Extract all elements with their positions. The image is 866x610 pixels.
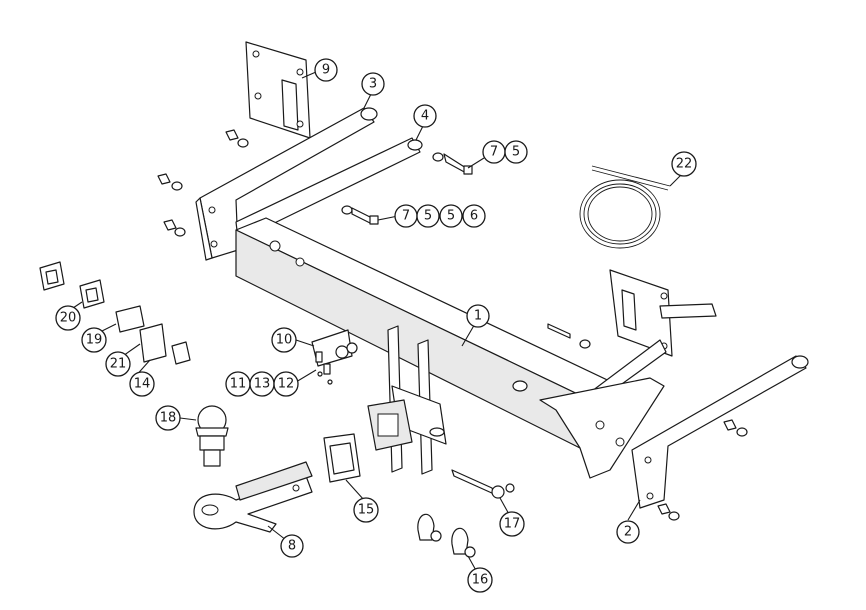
callout-10: 10: [271, 327, 297, 353]
callout-12: 12: [273, 371, 299, 397]
callout-5-c: 5: [439, 204, 463, 228]
callout-22: 22: [671, 151, 697, 177]
shackles-16: [418, 514, 475, 557]
callout-3: 3: [361, 72, 385, 96]
callout-label: 21: [110, 357, 127, 372]
callout-label: 2: [624, 525, 632, 540]
callout-label: 10: [276, 333, 293, 348]
callout-label: 18: [160, 411, 177, 426]
loose-bolt: [548, 324, 590, 348]
nuts-right: [658, 420, 747, 520]
callout-20: 20: [55, 305, 81, 331]
callout-5-a: 5: [504, 140, 528, 164]
hitch-cover-15: [324, 434, 360, 482]
callout-label: 6: [470, 209, 478, 224]
callout-label: 12: [278, 377, 295, 392]
callout-6: 6: [462, 204, 486, 228]
callout-4: 4: [413, 104, 437, 128]
bolt-set-7-5-5-6: [342, 206, 378, 224]
hitch-pin-17: [452, 470, 514, 498]
stickers: [40, 262, 190, 364]
wiring-cable-22: [580, 166, 670, 248]
callout-label: 11: [230, 377, 247, 392]
callout-5-b: 5: [416, 204, 440, 228]
callout-14: 14: [129, 371, 155, 397]
callout-label: 8: [288, 539, 296, 554]
callout-2: 2: [616, 520, 640, 544]
receiver-bracket: [368, 326, 446, 474]
callout-7-a: 7: [482, 140, 506, 164]
callout-11: 11: [225, 371, 251, 397]
callout-label: 16: [472, 573, 489, 588]
callout-label: 22: [676, 157, 693, 172]
callout-label: 5: [447, 209, 455, 224]
callout-21: 21: [105, 351, 131, 377]
callout-17: 17: [499, 511, 525, 537]
callout-13: 13: [249, 371, 275, 397]
callout-label: 5: [512, 145, 520, 160]
callout-label: 14: [134, 377, 151, 392]
right-bracket-plate: [580, 270, 716, 410]
callout-15: 15: [353, 497, 379, 523]
callout-9: 9: [314, 58, 338, 82]
callout-label: 20: [60, 311, 77, 326]
callout-16: 16: [467, 567, 493, 593]
ball-mount-8: [194, 462, 312, 532]
callout-label: 7: [402, 209, 410, 224]
mounting-plate-9: [246, 42, 310, 138]
callout-label: 15: [358, 503, 375, 518]
callout-19: 19: [81, 327, 107, 353]
tow-ball-18: [196, 406, 228, 466]
callout-label: 13: [254, 377, 271, 392]
callout-18: 18: [155, 405, 181, 431]
callout-label: 4: [421, 109, 429, 124]
callout-8: 8: [280, 534, 304, 558]
socket-bracket-10: [312, 330, 357, 384]
callout-label: 19: [86, 333, 103, 348]
callout-label: 9: [322, 63, 330, 78]
callout-label: 3: [369, 77, 377, 92]
crossbar-end-plate: [540, 378, 664, 478]
side-arm-2: [632, 356, 808, 508]
callout-label: 5: [424, 209, 432, 224]
callout-label: 17: [504, 517, 521, 532]
callout-label: 7: [490, 145, 498, 160]
callout-1: 1: [466, 304, 490, 328]
bolt-set-7-5: [433, 153, 472, 174]
callout-label: 1: [474, 309, 482, 324]
callout-7-b: 7: [394, 204, 418, 228]
nuts-left: [158, 130, 248, 236]
